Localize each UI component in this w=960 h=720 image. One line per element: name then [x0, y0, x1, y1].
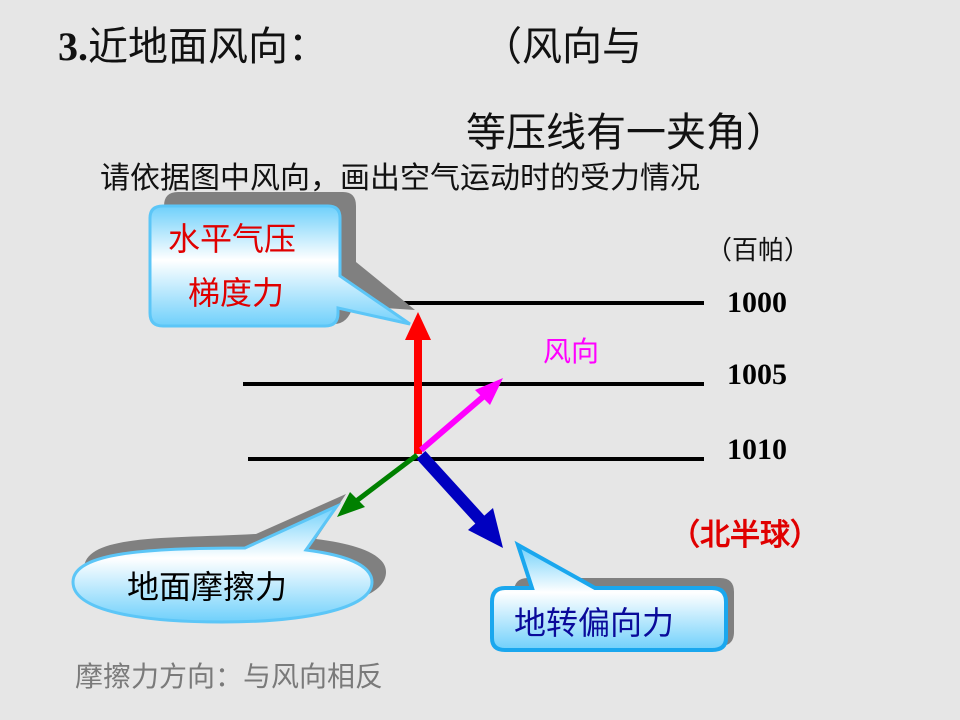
- callout-friction: [71, 494, 386, 624]
- isobar-label-1010: 1010: [727, 433, 787, 466]
- title-number: 3.: [58, 24, 88, 69]
- friction-direction-note: 摩擦力方向：与风向相反: [75, 660, 384, 693]
- callout-pressure-gradient-line1: 水平气压: [168, 220, 297, 258]
- callout-coriolis: [490, 540, 734, 652]
- callout-coriolis-label: 地转偏向力: [514, 604, 675, 642]
- coriolis-arrow: [416, 450, 503, 548]
- callout-pressure-gradient-line2: 梯度力: [188, 274, 285, 312]
- title-aside-line1: （风向与: [482, 24, 642, 70]
- title-aside-line2: 等压线有一夹角）: [466, 110, 786, 156]
- callout-pressure-gradient: [148, 192, 415, 328]
- pressure-gradient-arrow: [405, 312, 431, 454]
- callout-friction-label: 地面摩擦力: [127, 568, 288, 606]
- wind-direction-label: 风向: [543, 335, 600, 368]
- friction-arrow: [337, 453, 419, 517]
- isobar-label-1005: 1005: [727, 358, 787, 391]
- wind-direction-arrow: [419, 378, 503, 453]
- isobar-label-1000: 1000: [727, 286, 787, 319]
- pressure-unit-label: （百帕）: [706, 236, 811, 266]
- hemisphere-label: （北半球）: [670, 518, 820, 553]
- title-heading: 近地面风向：: [88, 24, 328, 70]
- instruction-text: 请依据图中风向，画出空气运动时的受力情况: [100, 161, 700, 196]
- slide-title: 3.近地面风向：: [58, 14, 328, 72]
